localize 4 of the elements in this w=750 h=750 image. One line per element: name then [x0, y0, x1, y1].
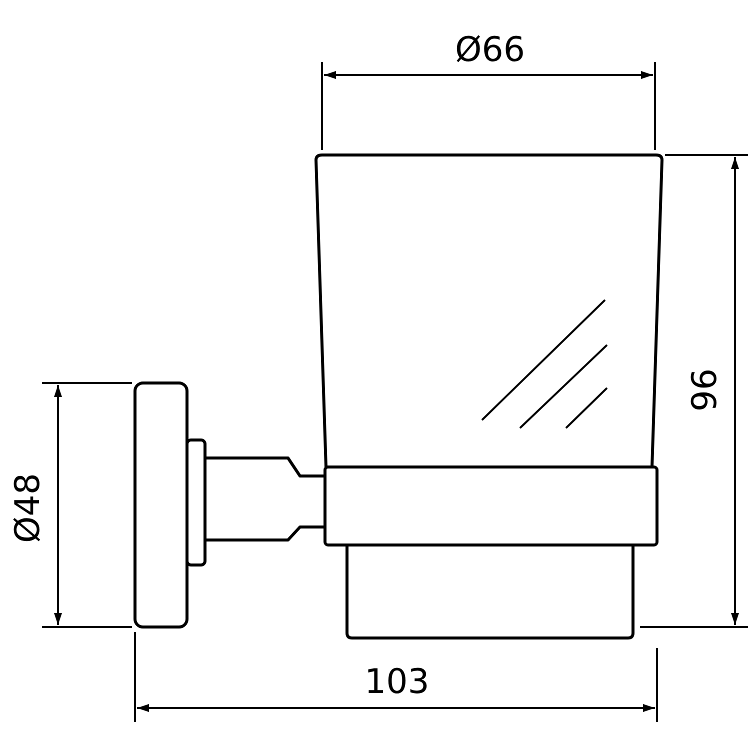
dimension-label: Ø66	[454, 33, 526, 67]
dimension-label: 96	[688, 368, 722, 412]
dimension-label: Ø48	[11, 472, 45, 544]
dimension-label: 103	[364, 665, 430, 699]
